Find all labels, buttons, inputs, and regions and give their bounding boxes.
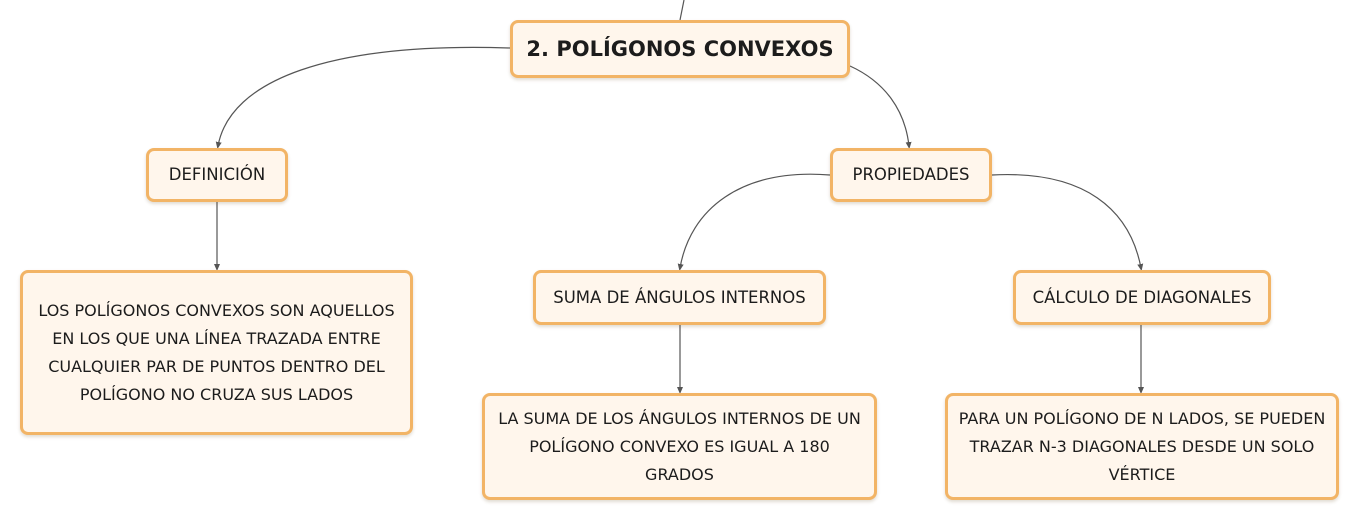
definicion-node[interactable]: DEFINICIÓN xyxy=(146,148,288,202)
suma-detail-text: LA SUMA DE LOS ÁNGULOS INTERNOS DE UN PO… xyxy=(498,408,861,484)
suma-detail-node[interactable]: LA SUMA DE LOS ÁNGULOS INTERNOS DE UN PO… xyxy=(482,393,877,500)
diagonales-node[interactable]: CÁLCULO DE DIAGONALES xyxy=(1013,270,1271,325)
root-node-label: 2. POLÍGONOS CONVEXOS xyxy=(526,37,834,61)
definicion-detail-text: LOS POLÍGONOS CONVEXOS SON AQUELLOS EN L… xyxy=(38,300,395,404)
propiedades-node[interactable]: PROPIEDADES xyxy=(830,148,992,202)
definicion-detail-node[interactable]: LOS POLÍGONOS CONVEXOS SON AQUELLOS EN L… xyxy=(20,270,413,435)
connector-propiedades-diagonales xyxy=(991,173,1144,271)
suma-node-label: SUMA DE ÁNGULOS INTERNOS xyxy=(553,287,806,307)
connector-propiedades-suma xyxy=(677,173,831,271)
diagonales-node-label: CÁLCULO DE DIAGONALES xyxy=(1032,287,1252,307)
diagonales-detail-text: PARA UN POLÍGONO DE N LADOS, SE PUEDEN T… xyxy=(958,408,1326,484)
diagonales-detail-node[interactable]: PARA UN POLÍGONO DE N LADOS, SE PUEDEN T… xyxy=(945,393,1339,500)
connector-root-propiedades xyxy=(849,65,912,149)
propiedades-node-label: PROPIEDADES xyxy=(852,165,970,184)
definicion-node-label: DEFINICIÓN xyxy=(168,165,266,184)
root-node[interactable]: 2. POLÍGONOS CONVEXOS xyxy=(510,20,850,78)
suma-node[interactable]: SUMA DE ÁNGULOS INTERNOS xyxy=(533,270,826,325)
connector-incoming-root xyxy=(679,0,685,21)
connector-root-definicion xyxy=(215,46,511,149)
